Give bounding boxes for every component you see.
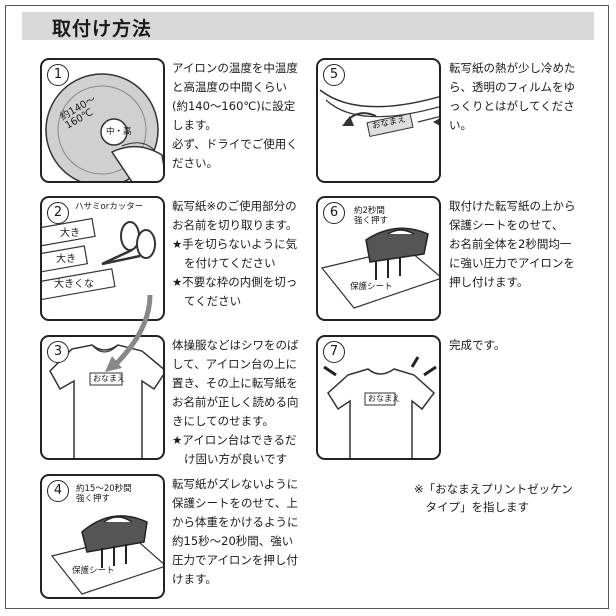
- finished-tshirt-icon: [323, 356, 437, 458]
- tip-bullet: ★アイロン台はできるだけ固い方が良いです: [172, 433, 297, 466]
- step-7-text: 完成です。: [449, 338, 506, 352]
- step-5-illustration: 5 おなまえ: [316, 58, 441, 183]
- iron-pressing-icon: [320, 227, 439, 309]
- step-3-illustration: 3 おなまえ: [40, 335, 165, 460]
- step-number: 1: [47, 64, 69, 86]
- step-4-illustration: 4 約15〜20秒間強く押す 保護シート: [40, 474, 165, 599]
- step-4-text: 転写紙がズレないように保護シートをのせて、上から体重をかけるように約15秒〜20…: [172, 477, 299, 586]
- step-1-text: アイロンの温度を中温度と高温度の中間くらい(約140〜160℃)に設定します。必…: [172, 61, 298, 170]
- name-tag: おなまえ: [368, 394, 400, 403]
- sheet-label: 保護シート: [350, 282, 393, 292]
- warning-bullet: ★手を切らないように気を付けてください: [172, 237, 298, 270]
- step-number: 2: [47, 202, 69, 224]
- step-2-text: 転写紙※のご使用部分のお名前を切り取ります。 ★手を切らないように気を付けてくだ…: [172, 197, 297, 311]
- title-bar: 取付け方法: [22, 12, 594, 40]
- footnote: ※「おなまえプリントゼッケン タイプ」を指します: [414, 482, 573, 514]
- tool-label: ハサミorカッター: [75, 202, 144, 212]
- page-frame: [5, 5, 609, 609]
- page-title: 取付け方法: [52, 18, 153, 40]
- dial-mark-label: 中・高: [106, 127, 132, 137]
- peel-film-icon: [319, 89, 439, 138]
- step-3-text: 体操服などはシワをのばして、アイロン台の上に置き、その上に転写紙をお名前が正しく…: [172, 336, 299, 469]
- sheet-label: 保護シート: [72, 566, 115, 576]
- name-tag: おなまえ: [93, 374, 125, 383]
- press-time-label: 約2秒間強く押す: [354, 206, 389, 226]
- step-number: 6: [323, 202, 345, 224]
- nametag-piece: 大き: [56, 254, 76, 265]
- press-time-label: 約15〜20秒間強く押す: [76, 484, 132, 504]
- step-number: 7: [323, 341, 345, 363]
- step-number: 5: [323, 64, 345, 86]
- step-6-illustration: 6 約2秒間強く押す 保護シート: [316, 196, 441, 321]
- step-2-illustration: 2 ハサミorカッター 大き 大き 大きくな: [40, 196, 165, 321]
- warning-bullet: ★不要な枠の内側を切ってください: [172, 275, 298, 308]
- step-number: 3: [47, 341, 69, 363]
- step-1-illustration: 1 約140〜160℃ 中・高: [40, 58, 165, 183]
- step-5-text: 転写紙の熱が少し冷めたら、透明のフィルムをゆっくりとはがしてください。: [449, 61, 576, 132]
- nametag-piece: 大き: [60, 228, 80, 239]
- iron-pressing-icon: [50, 515, 163, 595]
- step-6-text: 取付けた転写紙の上から保護シートをのせて、お名前全体を2秒間均一に強い圧力でアイ…: [449, 199, 576, 289]
- temperature-dial-icon: [45, 73, 163, 181]
- nametag-piece: 大きくな: [54, 279, 94, 290]
- step-number: 4: [47, 480, 69, 502]
- step-7-illustration: 7 おなまえ: [316, 335, 441, 460]
- scissors-cutting-icon: [42, 217, 156, 302]
